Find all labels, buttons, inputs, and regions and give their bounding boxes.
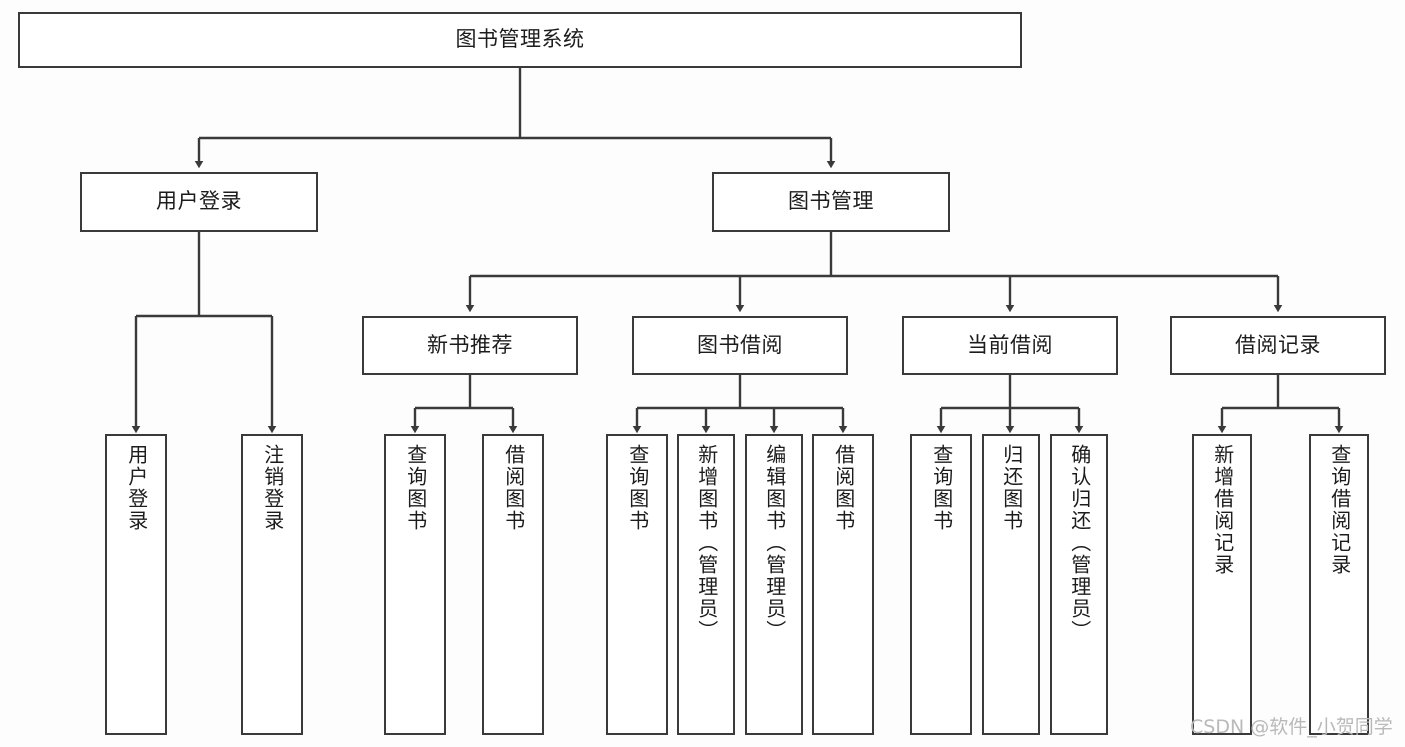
leaf-record-add-label: 新增借阅记录 bbox=[1210, 444, 1235, 576]
node-root-label: 图书管理系统 bbox=[455, 27, 585, 52]
node-new-book-recommend-label: 新书推荐 bbox=[427, 332, 513, 357]
leaf-borrow-query-book-label: 查询图书 bbox=[625, 444, 650, 532]
node-user-login-label: 用户登录 bbox=[156, 189, 242, 214]
leaf-current-confirm-return[interactable]: 确认归还（管理员） bbox=[1050, 434, 1108, 735]
leaf-current-query-book-label: 查询图书 bbox=[929, 444, 954, 532]
leaf-borrow-borrow-book-label: 借阅图书 bbox=[831, 444, 856, 532]
leaf-current-query-book[interactable]: 查询图书 bbox=[910, 434, 972, 735]
leaf-record-query-label: 查询借阅记录 bbox=[1327, 444, 1352, 576]
node-root[interactable]: 图书管理系统 bbox=[18, 12, 1022, 68]
leaf-user-login-login[interactable]: 用户登录 bbox=[105, 434, 167, 735]
node-new-book-recommend[interactable]: 新书推荐 bbox=[362, 316, 578, 375]
leaf-user-login-logout[interactable]: 注销登录 bbox=[241, 434, 303, 735]
node-current-borrow[interactable]: 当前借阅 bbox=[902, 316, 1118, 375]
leaf-record-add[interactable]: 新增借阅记录 bbox=[1192, 434, 1252, 735]
leaf-new-book-query[interactable]: 查询图书 bbox=[384, 434, 446, 735]
csdn-watermark: CSDN @软件_小贺同学 bbox=[1190, 716, 1393, 738]
leaf-current-return-book[interactable]: 归还图书 bbox=[982, 434, 1040, 735]
leaf-user-login-login-label: 用户登录 bbox=[124, 444, 149, 532]
node-current-borrow-label: 当前借阅 bbox=[967, 332, 1053, 357]
leaf-user-login-logout-label: 注销登录 bbox=[260, 444, 285, 532]
leaf-record-query[interactable]: 查询借阅记录 bbox=[1309, 434, 1369, 735]
node-book-management-label: 图书管理 bbox=[788, 189, 874, 214]
node-borrow-records-label: 借阅记录 bbox=[1235, 332, 1321, 357]
leaf-borrow-edit-book[interactable]: 编辑图书（管理员） bbox=[745, 434, 803, 735]
leaf-borrow-edit-book-label: 编辑图书（管理员） bbox=[762, 444, 787, 642]
leaf-borrow-query-book[interactable]: 查询图书 bbox=[606, 434, 668, 735]
node-book-borrow-label: 图书借阅 bbox=[697, 332, 783, 357]
node-book-management[interactable]: 图书管理 bbox=[712, 172, 950, 232]
leaf-borrow-add-book-label: 新增图书（管理员） bbox=[694, 444, 719, 642]
leaf-current-confirm-return-label: 确认归还（管理员） bbox=[1067, 444, 1092, 642]
leaf-new-book-query-label: 查询图书 bbox=[403, 444, 428, 532]
leaf-new-book-borrow[interactable]: 借阅图书 bbox=[482, 434, 544, 735]
leaf-borrow-borrow-book[interactable]: 借阅图书 bbox=[812, 434, 874, 735]
node-user-login[interactable]: 用户登录 bbox=[80, 172, 318, 232]
leaf-borrow-add-book[interactable]: 新增图书（管理员） bbox=[677, 434, 735, 735]
node-borrow-records[interactable]: 借阅记录 bbox=[1170, 316, 1386, 375]
leaf-current-return-book-label: 归还图书 bbox=[999, 444, 1024, 532]
leaf-new-book-borrow-label: 借阅图书 bbox=[501, 444, 526, 532]
node-book-borrow[interactable]: 图书借阅 bbox=[632, 316, 848, 375]
